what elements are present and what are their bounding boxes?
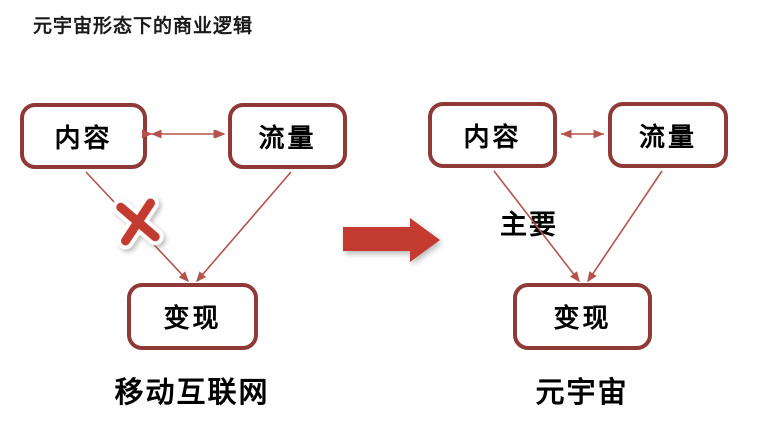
left-double-arrow-tail-icon	[151, 129, 162, 139]
left-monetization-node: 变现	[127, 283, 258, 350]
right-content-node: 内容	[428, 102, 557, 168]
right-double-arrow-tail-icon	[561, 129, 572, 139]
right-traffic-to-monetization-arrow-icon	[587, 170, 663, 283]
right-traffic-node: 流量	[608, 102, 728, 168]
transform-arrow-icon	[343, 218, 440, 262]
left-content-to-monetization-arrow-icon	[85, 171, 190, 283]
page-title: 元宇宙形态下的商业逻辑	[33, 16, 254, 37]
left-content-node: 内容	[20, 103, 147, 169]
left-traffic-label: 流量	[258, 122, 317, 153]
primary-edge-annotation: 主要	[500, 210, 558, 240]
right-traffic-label: 流量	[638, 121, 697, 152]
right-monetization-node: 变现	[513, 283, 652, 350]
right-content-label: 内容	[463, 121, 522, 152]
left-traffic-node: 流量	[228, 103, 347, 169]
left-double-arrow-head-icon	[213, 129, 224, 139]
left-content-label: 内容	[54, 122, 113, 153]
right-double-arrow-head-icon	[593, 129, 604, 139]
left-traffic-to-monetization-arrow-icon	[196, 171, 292, 283]
left-diagram-caption: 移动互联网	[114, 377, 270, 409]
blocked-cross-icon	[112, 194, 164, 250]
right-diagram-caption: 元宇宙	[535, 377, 629, 409]
left-monetization-label: 变现	[163, 303, 222, 333]
right-monetization-label: 变现	[553, 303, 612, 333]
